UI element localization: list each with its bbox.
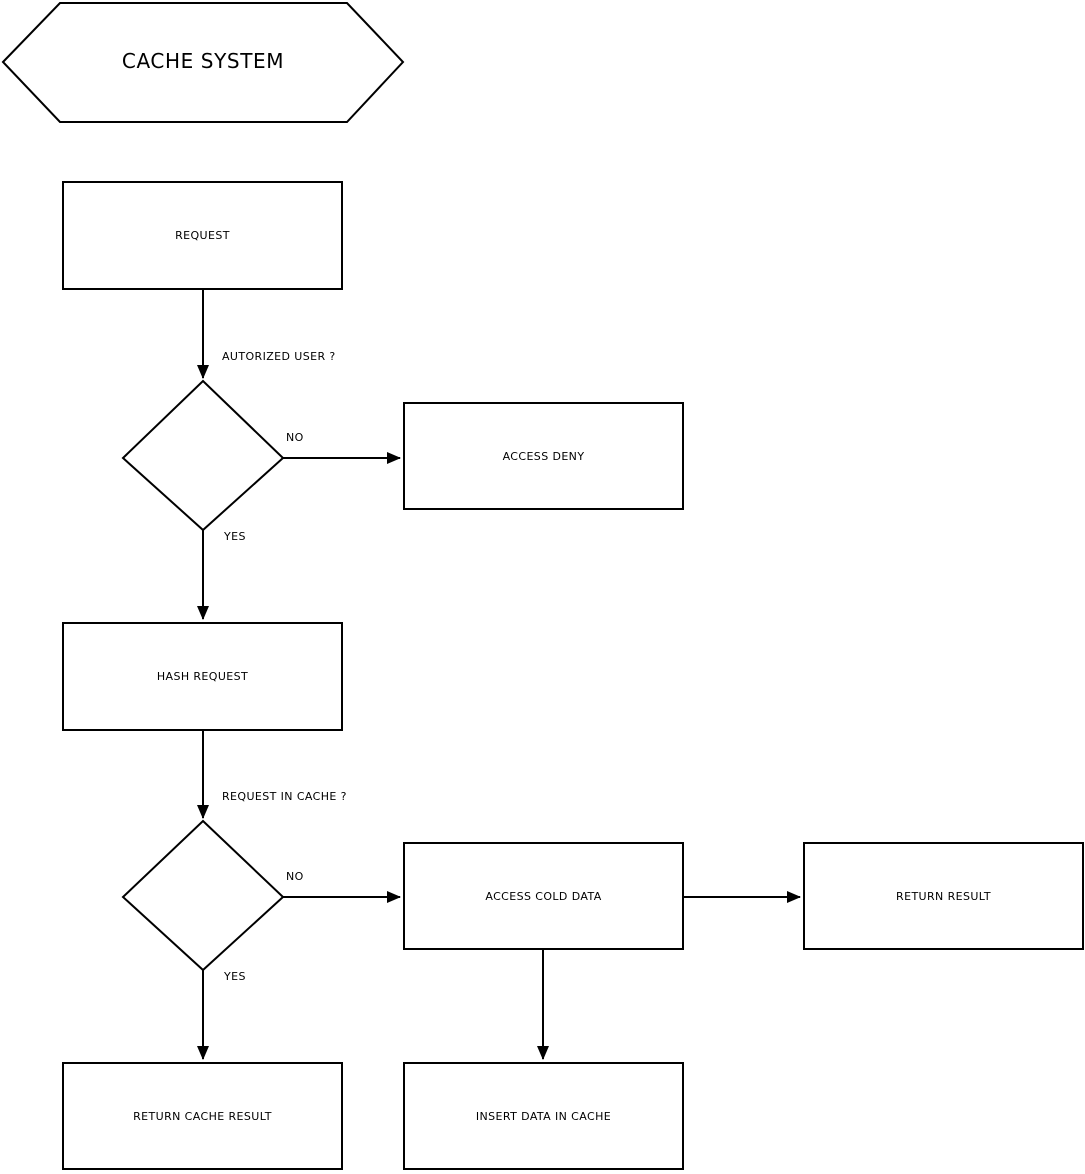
insert-data-in-cache-label: INSERT DATA IN CACHE — [475, 1109, 612, 1123]
decision1-diamond — [121, 379, 285, 532]
return-cache-result-box: RETURN CACHE RESULT — [62, 1062, 343, 1170]
hash-request-box: HASH REQUEST — [62, 622, 343, 731]
access-deny-box: ACCESS DENY — [403, 402, 684, 510]
decision1-yes-label: YES — [224, 530, 246, 543]
access-cold-data-box: ACCESS COLD DATA — [403, 842, 684, 950]
start-hexagon-shape — [1, 1, 405, 123]
insert-data-in-cache-box: INSERT DATA IN CACHE — [403, 1062, 684, 1170]
decision1-no-label: NO — [286, 431, 304, 444]
access-deny-label: ACCESS DENY — [502, 449, 585, 463]
decision2-yes-label: YES — [224, 970, 246, 983]
diagram-title: CACHE SYSTEM — [121, 49, 285, 73]
request-label: REQUEST — [175, 229, 230, 242]
return-result-box: RETURN RESULT — [803, 842, 1084, 950]
return-result-label: RETURN RESULT — [896, 889, 991, 903]
decision2-question-label: REQUEST IN CACHE ? — [222, 790, 347, 803]
decision1-question-label: AUTORIZED USER ? — [222, 350, 336, 363]
hash-request-label: HASH REQUEST — [156, 670, 249, 683]
decision2-no-label: NO — [286, 870, 304, 883]
access-cold-data-label: ACCESS COLD DATA — [485, 889, 602, 903]
request-box: REQUEST — [62, 181, 343, 290]
return-cache-result-label: RETURN CACHE RESULT — [133, 1109, 272, 1123]
decision2-diamond — [121, 819, 285, 972]
